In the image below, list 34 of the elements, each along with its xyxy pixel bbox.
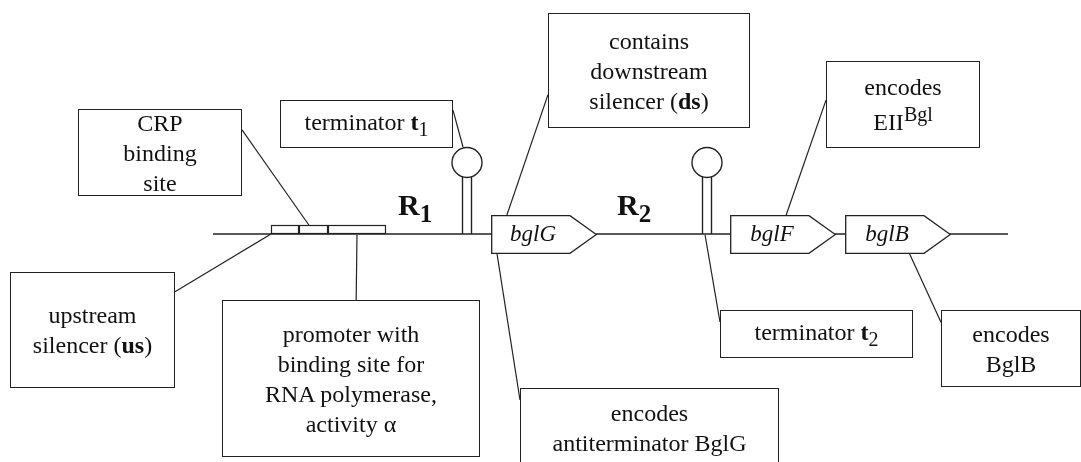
annotation-text: upstream silencer (us)	[31, 301, 154, 360]
annotation-box	[826, 61, 980, 148]
region-label: R$_{1}$	[398, 188, 433, 228]
leader-line	[785, 99, 827, 216]
leader-line	[704, 234, 721, 323]
annotation-text: encodes antiterminator BglG	[551, 399, 748, 458]
region-label: R$_{2}$	[617, 188, 652, 228]
annotation-text: encodes BglB	[971, 319, 1051, 379]
annotation-text: encodes EII$^{Bgl}$	[863, 73, 943, 137]
gene-symbol	[730, 215, 836, 254]
annotation-text: terminator t$_{2}$	[753, 317, 880, 352]
annotation-box	[548, 13, 750, 128]
annotation-text: promoter with binding site for RNA polymerase, activity α	[264, 319, 438, 439]
gene-name: bglF	[750, 220, 794, 249]
leader-line	[909, 253, 942, 323]
leader-line	[355, 234, 358, 301]
annotation-box	[280, 100, 453, 148]
leader-line	[241, 129, 310, 226]
leader-line	[452, 109, 464, 148]
gene-symbol	[845, 215, 951, 254]
annotation-box	[941, 310, 1081, 387]
annotation-box	[520, 388, 779, 462]
annotation-box	[78, 109, 242, 196]
annotation-box	[720, 310, 913, 358]
annotation-text: terminator t$_{1}$	[303, 107, 430, 142]
annotation-box	[10, 272, 175, 388]
leader-line	[506, 94, 549, 216]
gene-symbol	[491, 215, 597, 254]
leader-line	[174, 233, 272, 293]
gene-name: bglB	[865, 220, 909, 249]
annotation-text: contains downstream silencer (ds)	[588, 26, 710, 116]
gene-name: bglG	[510, 220, 556, 249]
annotation-text: CRP binding site	[122, 108, 198, 198]
annotation-box	[222, 300, 480, 457]
